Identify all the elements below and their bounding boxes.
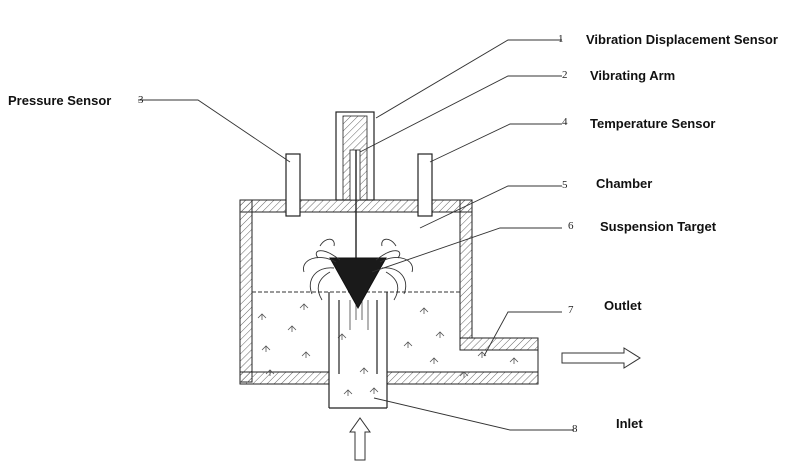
spray-curls bbox=[303, 238, 413, 301]
callout-number-8: 8 bbox=[572, 423, 578, 435]
label-temperature-sensor: Temperature Sensor bbox=[590, 116, 716, 131]
vibration-sensor-housing bbox=[335, 111, 375, 201]
label-inlet: Inlet bbox=[616, 416, 643, 431]
callout-number-1: 1 bbox=[558, 33, 564, 45]
callout-number-5: 5 bbox=[562, 179, 568, 191]
label-suspension-target: Suspension Target bbox=[600, 219, 717, 234]
outlet-arrow bbox=[561, 347, 641, 369]
label-chamber: Chamber bbox=[596, 176, 653, 191]
label-vibration-displacement-sensor: Vibration Displacement Sensor bbox=[586, 32, 778, 47]
liquid-markers bbox=[257, 303, 519, 396]
label-vibrating-arm: Vibrating Arm bbox=[590, 68, 676, 83]
leader-lines bbox=[138, 39, 574, 431]
callout-number-4: 4 bbox=[562, 116, 568, 128]
callout-number-6: 6 bbox=[568, 220, 574, 232]
inlet-arrow bbox=[349, 417, 371, 461]
callout-number-3: 3 bbox=[138, 94, 144, 106]
temperature-sensor-body bbox=[417, 153, 433, 217]
pressure-sensor-body bbox=[285, 153, 301, 217]
label-pressure-sensor: Pressure Sensor bbox=[8, 93, 112, 108]
callout-number-7: 7 bbox=[568, 304, 574, 316]
inlet-pipe bbox=[328, 292, 388, 409]
suspension-target-cone bbox=[329, 257, 387, 310]
label-outlet: Outlet bbox=[604, 298, 642, 313]
callout-number-2: 2 bbox=[562, 69, 568, 81]
